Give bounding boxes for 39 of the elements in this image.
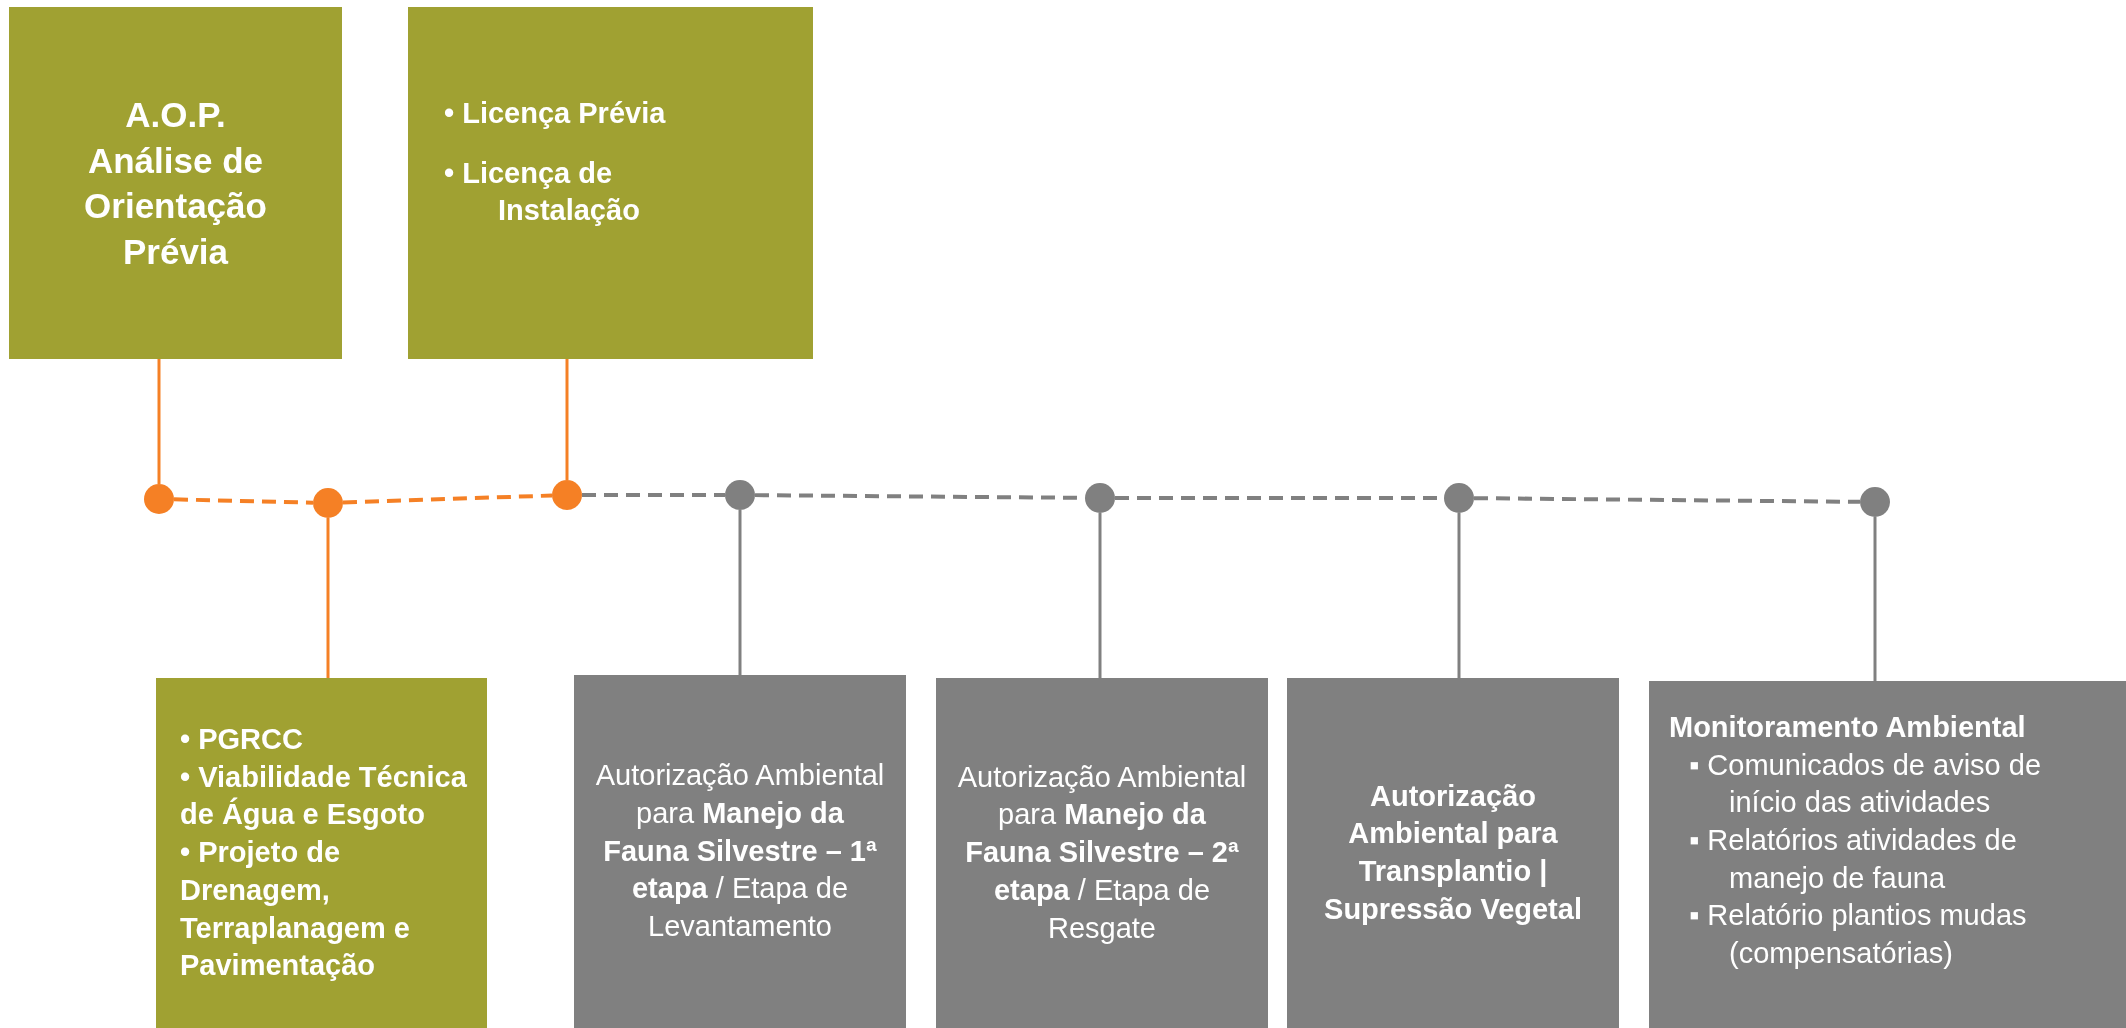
box-subtitle: Análise de Orientação Prévia [83, 139, 268, 273]
timeline-line [1474, 496, 1860, 504]
milestone-box [1649, 681, 2126, 1028]
timeline-dot [144, 484, 174, 514]
list-item: • Licença de Instalação [444, 155, 641, 229]
milestone-box [408, 7, 813, 359]
timeline-line [582, 493, 725, 497]
list-item: • Licença Prévia [444, 96, 667, 131]
timeline-dot [552, 480, 582, 510]
box-title: Monitoramento Ambiental [1669, 710, 2027, 745]
timeline-dot [1085, 483, 1115, 513]
box-text: Autorização Ambiental para Manejo da Fauna Silvestre – 1ª etapa / Etapa de Levantamento [594, 758, 886, 945]
milestone-box [9, 7, 342, 359]
timeline-dot [1444, 483, 1474, 513]
milestone-box [156, 678, 487, 1028]
connector-line [1098, 513, 1102, 678]
timeline-dot [313, 488, 343, 518]
timeline-dot [725, 480, 755, 510]
milestone-box [936, 678, 1268, 1028]
milestone-box [1287, 678, 1619, 1028]
timeline-dot [1860, 487, 1890, 517]
box-title: A.O.P. [125, 94, 226, 136]
list-item: • PGRCC [180, 722, 304, 758]
list-item: • Projeto de Drenagem, Terraplanagem e Pavimentação [180, 835, 411, 984]
connector-line [157, 359, 161, 484]
box-text: Autorização Ambiental para Transplantio | Supressão Vegetal [1323, 778, 1583, 927]
box-text: Autorização Ambiental para Manejo da Fauna Silvestre – 2ª etapa / Etapa de Resgate [956, 759, 1248, 946]
list-item: ▪ Comunicados de aviso de início das atividades [1688, 747, 2043, 821]
list-item: • Viabilidade Técnica de Água e Esgoto [180, 759, 468, 833]
list-item: ▪ Relatório plantios mudas (compensatórias) [1688, 898, 2028, 972]
connector-line [1873, 517, 1877, 681]
timeline-line [342, 493, 553, 505]
milestone-box [574, 675, 906, 1028]
connector-line [1457, 513, 1461, 678]
connector-line [326, 518, 330, 678]
timeline-line [173, 497, 314, 505]
connector-line [738, 510, 742, 675]
connector-line [565, 359, 569, 480]
list-item: ▪ Relatórios atividades de manejo de fauna [1688, 823, 2018, 896]
